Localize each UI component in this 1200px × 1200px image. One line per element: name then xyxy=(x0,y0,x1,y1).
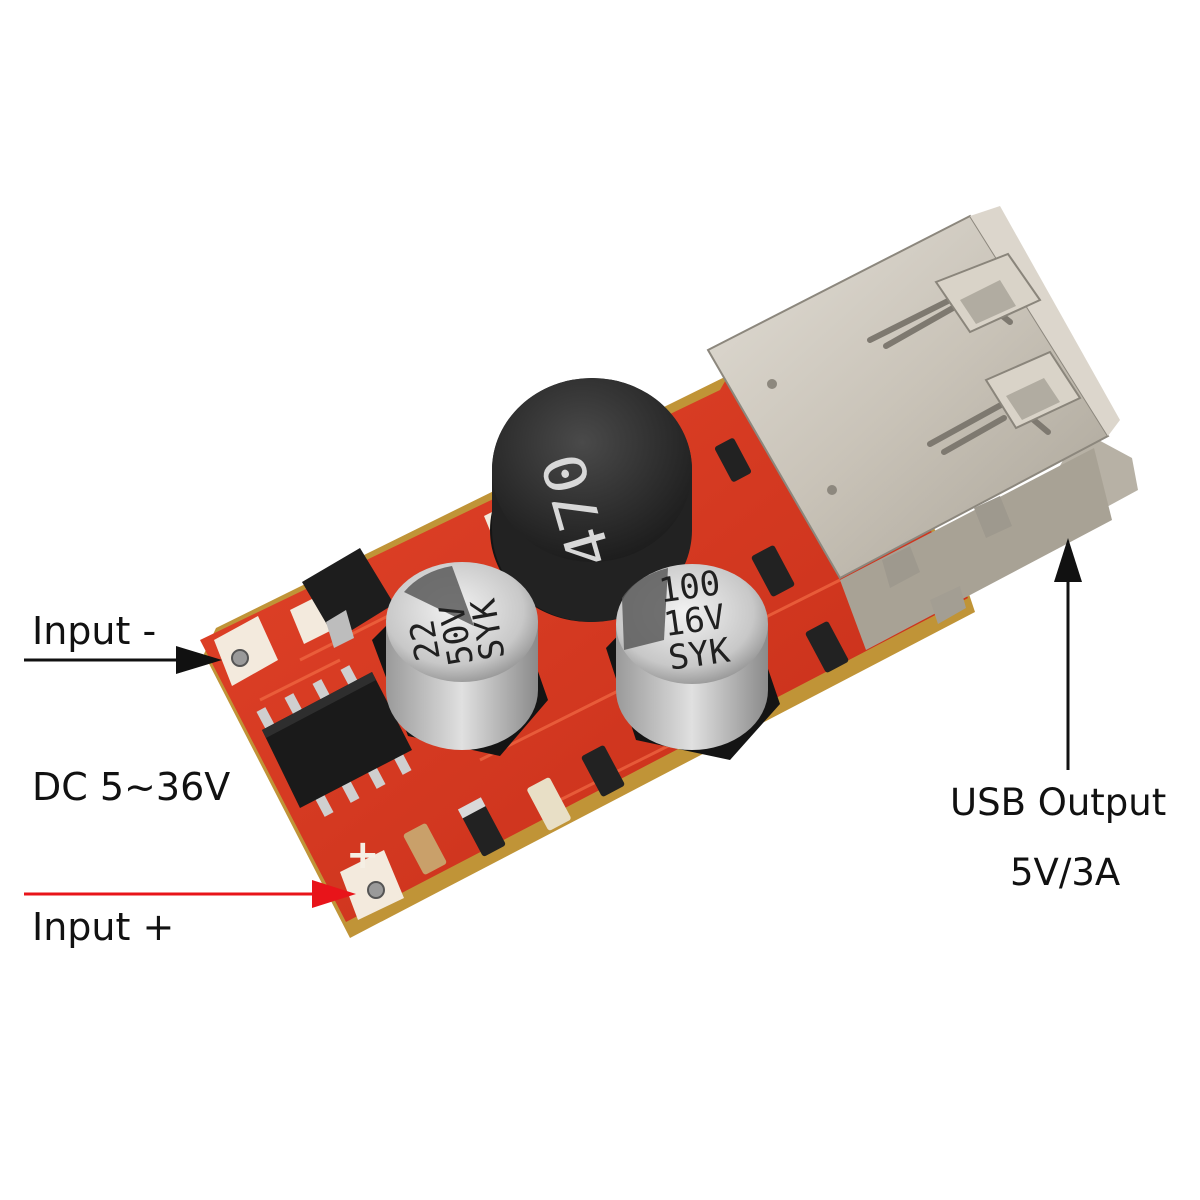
capacitor-output-brand: SYK xyxy=(666,630,733,678)
input-minus-arrow-head xyxy=(176,646,222,674)
pcb-plus-marking: + xyxy=(346,832,380,878)
capacitor-input-value: 22 xyxy=(402,617,449,664)
inductor: 470 xyxy=(490,378,692,622)
input-minus-label: Input - xyxy=(32,609,157,653)
annotation-arrows xyxy=(24,538,1082,908)
capacitor-output: 100 16V SYK xyxy=(606,563,780,760)
usb-output-rating-label: 5V/3A xyxy=(1010,851,1121,894)
input-minus-pad xyxy=(231,649,249,667)
input-plus-pad xyxy=(367,881,385,899)
capacitor-input: 22 50V SYK xyxy=(372,562,548,756)
capacitor-output-voltage: 16V xyxy=(661,597,727,645)
usb-output-arrow-head xyxy=(1054,538,1082,582)
input-plus-arrow-head xyxy=(312,880,356,908)
dc-input-range-label: DC 5~36V xyxy=(32,765,231,809)
capacitor-output-value: 100 xyxy=(656,563,722,611)
ic-chip xyxy=(256,665,412,817)
usb-output-label: USB Output xyxy=(950,781,1167,824)
smd-diode xyxy=(302,548,394,648)
smd-components xyxy=(403,438,849,875)
usb-connector xyxy=(706,206,1138,650)
input-plus-label: Input + xyxy=(32,905,175,949)
